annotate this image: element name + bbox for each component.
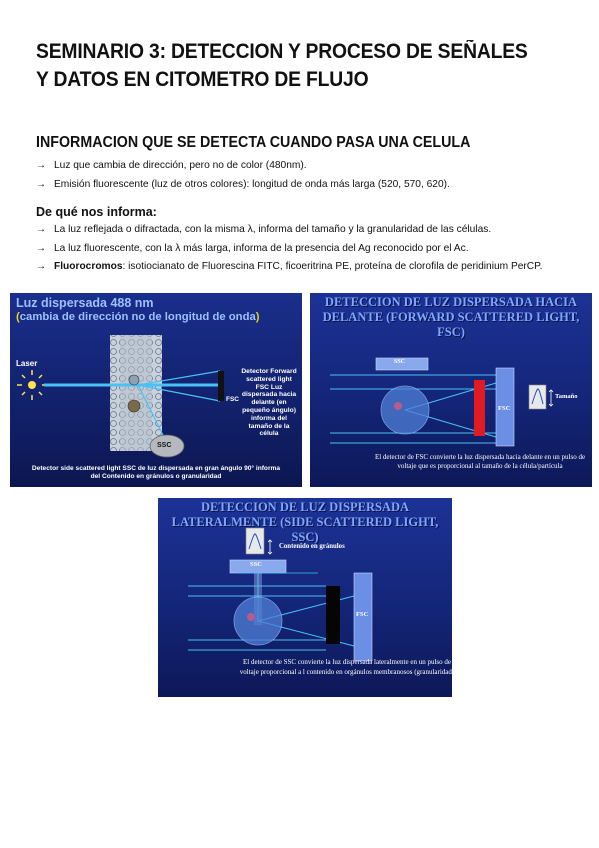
fsc-detector xyxy=(495,367,515,447)
laser-label: Laser xyxy=(16,359,38,368)
ssc-diagram xyxy=(188,527,373,662)
slide2-caption: El detector de FSC convierte la luz disp… xyxy=(374,453,586,470)
ssc-label: SSC xyxy=(157,442,172,449)
list-item: →La luz fluorescente, con la λ más larga… xyxy=(36,240,542,259)
slide-side-scatter: DETECCION DE LUZ DISPERSADA LATERALMENTE… xyxy=(158,498,452,697)
slide3-caption: El detector de SSC convierte la luz disp… xyxy=(239,658,452,676)
section-heading: INFORMACION QUE SE DETECTA CUANDO PASA U… xyxy=(36,134,471,151)
cell-icon xyxy=(380,385,430,435)
informs-heading: De qué nos informa: xyxy=(36,205,157,219)
ssc-label: SSC xyxy=(394,359,406,365)
fsc-detector xyxy=(353,572,373,662)
slide1-title: Luz dispersada 488 nm xyxy=(16,296,154,310)
arrow-icon: → xyxy=(36,224,47,235)
red-filter xyxy=(474,380,485,436)
slide3-title: DETECCION DE LUZ DISPERSADA LATERALMENTE… xyxy=(171,500,439,544)
fsc-label: FSC xyxy=(498,405,511,412)
cell-icon xyxy=(233,596,283,646)
content-arrow-icon xyxy=(267,539,273,555)
pulse-icon xyxy=(528,384,547,410)
slide-forward-scatter: DETECCION DE LUZ DISPERSADA HACIA DELANT… xyxy=(310,293,592,487)
page-title: SEMINARIO 3: DETECCION Y PROCESO DE SEÑA… xyxy=(36,40,528,91)
fsc-diagram xyxy=(330,357,554,447)
pulse-icon xyxy=(245,527,265,555)
ssc-detector xyxy=(149,434,185,458)
fsc-detector xyxy=(218,371,224,401)
slide1-caption: Detector side scattered light SSC de luz… xyxy=(31,465,281,480)
scatter-diagram xyxy=(17,335,224,458)
arrow-icon: → xyxy=(36,261,47,272)
fsc-label: FSC xyxy=(226,396,239,403)
informs-list: →La luz reflejada o difractada, con la m… xyxy=(36,221,542,277)
list-item: →Luz que cambia de dirección, pero no de… xyxy=(36,157,450,176)
list-item: →Fluorocromos: isotiocianato de Fluoresc… xyxy=(36,258,542,277)
fsc-label: FSC xyxy=(356,611,369,618)
detected-info-list: →Luz que cambia de dirección, pero no de… xyxy=(36,157,450,194)
black-filter xyxy=(326,586,340,644)
size-label: Tamaño xyxy=(555,393,578,400)
list-item: →La luz reflejada o difractada, con la m… xyxy=(36,221,542,240)
cell-icon xyxy=(127,399,141,413)
arrow-icon: → xyxy=(36,242,47,254)
arrow-icon: → xyxy=(36,178,47,190)
size-arrow-icon xyxy=(548,389,554,407)
list-item: →Emisión fluorescente (luz de otros colo… xyxy=(36,176,450,195)
slide-scattered-light: Luz dispersada 488 nm (cambia de direcci… xyxy=(10,293,302,487)
laser-icon xyxy=(17,370,47,400)
fluorocromos-label: Fluorocromos xyxy=(54,261,123,272)
ssc-detector xyxy=(375,357,429,371)
arrow-icon: → xyxy=(36,160,47,171)
slide1-subtitle: (cambia de dirección no de longitud de o… xyxy=(16,311,260,323)
slide2-title: DETECCION DE LUZ DISPERSADA HACIA DELANT… xyxy=(322,295,580,339)
ssc-label: SSC xyxy=(250,561,262,568)
fsc-detector-description: Detector Forward scattered light FSC Luz… xyxy=(241,368,297,438)
content-label: Contenido en gránulos xyxy=(279,543,345,550)
